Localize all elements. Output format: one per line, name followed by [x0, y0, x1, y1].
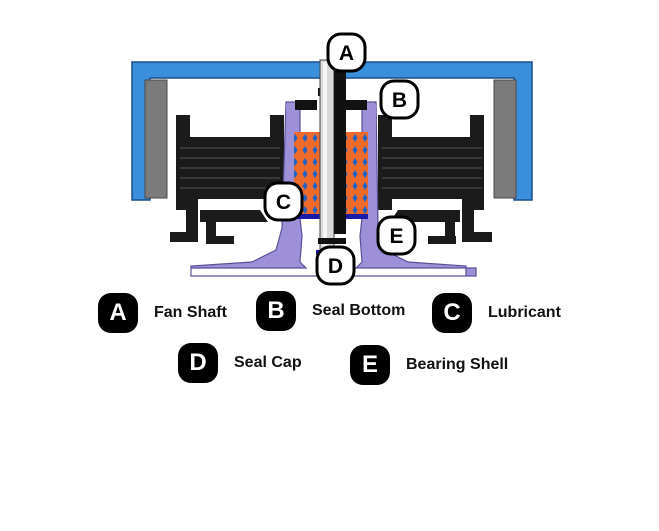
bearing-shell-wall-right [368, 104, 376, 218]
legend-badge-d: D [178, 343, 218, 383]
callout-a: A [326, 32, 367, 73]
legend-item-seal-bottom: B Seal Bottom [256, 291, 405, 331]
callout-d-letter: D [328, 255, 343, 278]
callout-e-letter: E [389, 225, 403, 248]
magnet-left [144, 79, 168, 199]
legend-item-fan-shaft: A Fan Shaft [98, 293, 227, 333]
lubricant-right [342, 132, 368, 216]
stator-legs-left [170, 196, 268, 244]
stator-coil-right [378, 115, 484, 210]
callout-b-letter: B [392, 89, 407, 112]
legend-badge-b: B [256, 291, 296, 331]
stator-coil-left [176, 115, 284, 210]
rotor-housing [131, 61, 533, 201]
legend-label-fan-shaft: Fan Shaft [154, 304, 227, 321]
legend-item-lubricant: C Lubricant [432, 293, 561, 333]
bearing-shell [190, 101, 477, 277]
callout-a-letter: A [339, 42, 354, 65]
callout-c-letter: C [276, 191, 291, 214]
top-bushing-left [295, 100, 317, 110]
legend-badge-c: C [432, 293, 472, 333]
callout-e: E [376, 215, 417, 256]
legend-label-bearing-shell: Bearing Shell [406, 356, 509, 373]
bearing-shell-wall-left [286, 104, 294, 218]
top-bushing-right [345, 100, 367, 110]
callout-c: C [263, 181, 304, 222]
callout-b: B [379, 79, 420, 120]
legend-label-seal-bottom: Seal Bottom [312, 302, 406, 319]
legend-label-lubricant: Lubricant [488, 304, 561, 321]
callout-d: D [315, 245, 356, 286]
legend-item-seal-cap: D Seal Cap [178, 343, 302, 383]
legend-badge-a: A [98, 293, 138, 333]
legend-item-bearing-shell: E Bearing Shell [350, 345, 508, 385]
legend-label-seal-cap: Seal Cap [234, 354, 302, 371]
fan-shaft [318, 59, 346, 251]
magnet-right [493, 79, 517, 199]
legend-badge-e: E [350, 345, 390, 385]
